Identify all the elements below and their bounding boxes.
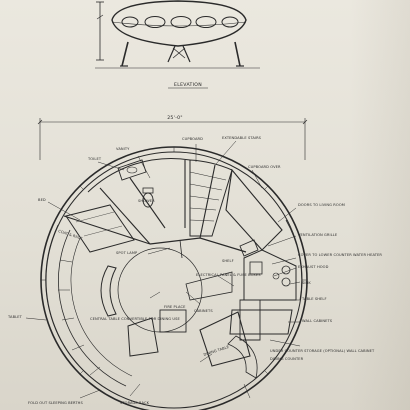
label-under-counter-storage: UNDER COUNTER STORAGE (OPTIONAL) WALL CA… [270, 349, 375, 353]
label-coat-rack: COAT & RACK [58, 229, 84, 241]
window-icon [170, 16, 192, 28]
dining-table [199, 311, 251, 367]
label-cupboard: CUPBOARD [182, 137, 203, 141]
elevation-view: ELEVATION [95, 0, 260, 89]
window-icon [121, 16, 139, 28]
window-icon [195, 16, 217, 28]
label-doors-to-living-room: DOORS TO LIVING ROOM [298, 203, 345, 207]
label-spot-lamp: SPOT LAMP [116, 251, 138, 255]
label-exhaust-hood: EXHAUST HOOD [298, 265, 329, 269]
vanity [117, 159, 147, 181]
label-extendable-stairs: EXTENDABLE STAIRS [222, 136, 262, 140]
shell-segments [41, 147, 307, 375]
label-dining-counter-right: DINING COUNTER [270, 357, 304, 361]
outer-shell-wall [40, 146, 308, 410]
label-vanity: VANITY [116, 147, 130, 151]
window-icon [144, 16, 166, 28]
label-shelf: SHELF [222, 259, 234, 263]
label-storage-rack: STORAGE RACK [120, 401, 150, 405]
extendable-stairs [189, 159, 233, 237]
label-fire-place: FIRE PLACE [164, 305, 186, 309]
label-dining-table: DINING TABLE [203, 345, 230, 357]
label-shower: SHOWER [138, 199, 155, 203]
label-tablet: TABLET [7, 315, 23, 319]
label-central-table: CENTRAL TABLE CONVERTIBLE FOR DINING USE [90, 317, 181, 321]
window-icon [221, 16, 239, 28]
saucer-shell [111, 0, 247, 47]
bed [65, 204, 135, 253]
plan-labels: VANITY TOILET CUPBOARD EXTENDABLE STAIRS… [7, 136, 382, 405]
label-sink: SINK [302, 281, 311, 285]
sink [249, 261, 263, 275]
label-cabinets: CABINETS [194, 309, 213, 313]
support-leg [121, 41, 129, 67]
label-toilet: TOILET [87, 157, 102, 161]
label-cupboard-over: CUPBOARD OVER [248, 165, 281, 169]
burner-icon [281, 277, 291, 287]
support-leg [234, 41, 241, 67]
floor-plan: 25'-0" [37, 115, 308, 410]
label-cover-to-lower-counter: COVER TO LOWER COUNTER WATER HEATER [298, 253, 382, 257]
leader-lines [25, 140, 301, 399]
label-wall-cabinets: WALL CABINETS [302, 319, 333, 323]
label-sleeping-berths: FOLD OUT SLEEPING BERTHS [28, 401, 83, 405]
kitchen-counter [243, 249, 297, 301]
label-table-shelf: TABLE SHELF [301, 297, 327, 301]
burner-icon [272, 272, 280, 280]
label-electrical-panel: ELECTRICAL PANEL & FUSE BOXES [196, 273, 261, 277]
label-ventilation-grille: VENTILATION GRILLE [298, 233, 338, 237]
label-bed: BED [38, 198, 46, 202]
dining-counter [229, 309, 293, 335]
elevation-title: ELEVATION [174, 82, 202, 88]
overall-dimension: 25'-0" [167, 115, 183, 121]
inner-shell-wall [45, 151, 303, 409]
